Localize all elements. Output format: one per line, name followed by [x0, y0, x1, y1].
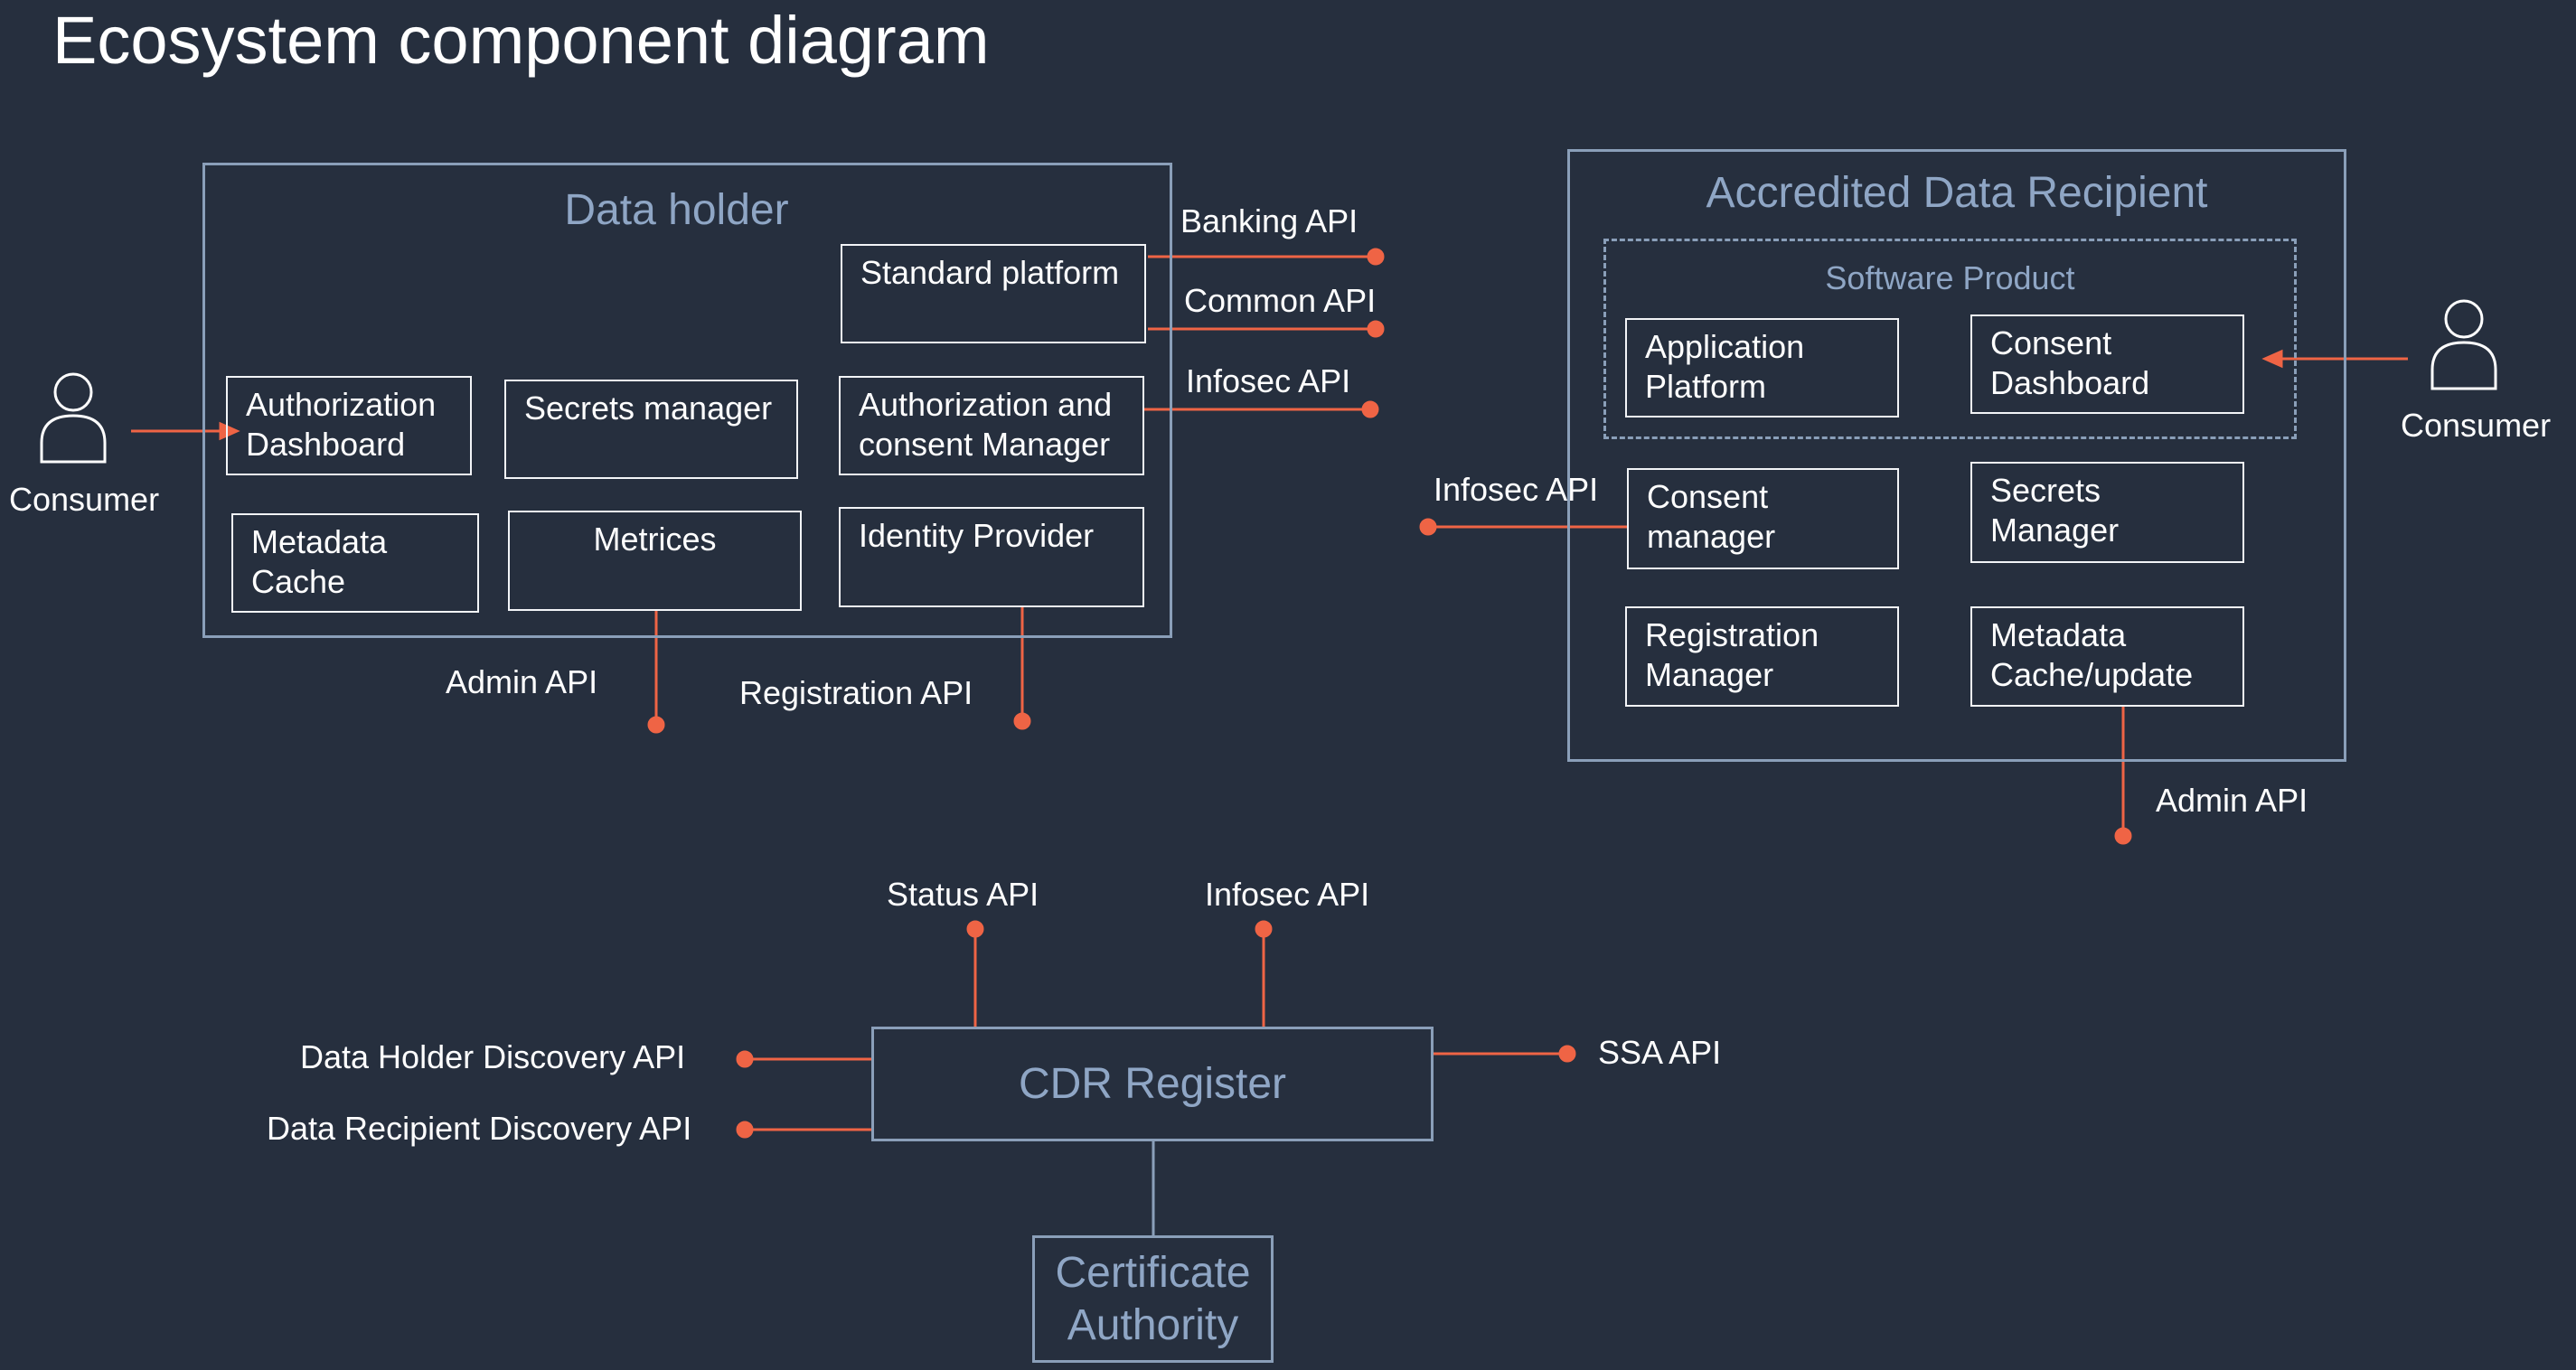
dh-admin-api-endpoint	[647, 716, 665, 734]
dh-admin-api-label: Admin API	[446, 663, 598, 700]
diagram-title: Ecosystem component diagram	[52, 3, 990, 78]
adr-title: Accredited Data Recipient	[1706, 169, 2208, 217]
dh-discovery-api-label: Data Holder Discovery API	[300, 1038, 686, 1075]
cdr-infosec-api-endpoint	[1255, 920, 1273, 938]
metrices-box: Metrices	[508, 511, 802, 611]
metadata-cache-update-box: Metadata Cache/update	[1970, 606, 2244, 707]
data-holder-frame: Data holder	[202, 163, 1172, 638]
common-api-endpoint	[1367, 320, 1385, 338]
consumer-right-arrowhead	[2261, 349, 2283, 369]
identity-provider-box: Identity Provider	[839, 507, 1144, 607]
dh-discovery-api-endpoint	[736, 1050, 754, 1068]
authorization-dashboard-box: Authorization Dashboard	[226, 376, 472, 475]
data-holder-title: Data holder	[564, 186, 789, 234]
software-product-title: Software Product	[1825, 259, 2075, 296]
adr-consent-manager-box: Consent manager	[1627, 468, 1899, 569]
dh-infosec-api-endpoint	[1361, 400, 1379, 418]
adr-admin-api-endpoint	[2114, 827, 2132, 845]
ssa-api-label: SSA API	[1598, 1034, 1722, 1071]
adr-admin-api-label: Admin API	[2156, 782, 2308, 819]
dr-discovery-api-endpoint	[736, 1121, 754, 1139]
dr-discovery-api-label: Data Recipient Discovery API	[267, 1110, 692, 1147]
cdr-infosec-api-label: Infosec API	[1205, 876, 1370, 913]
ssa-api-endpoint	[1558, 1045, 1576, 1063]
adr-secrets-manager-box: Secrets Manager	[1970, 462, 2244, 563]
consumer-left-arrowhead	[219, 421, 240, 441]
banking-api-label: Banking API	[1180, 202, 1359, 239]
adr-frame: Accredited Data Recipient	[1567, 149, 2346, 762]
application-platform-box: Application Platform	[1625, 318, 1899, 418]
registration-api-endpoint	[1013, 712, 1031, 730]
registration-api-label: Registration API	[739, 674, 973, 711]
auth-consent-manager-box: Authorization and consent Manager	[839, 376, 1144, 475]
registration-manager-box: Registration Manager	[1625, 606, 1899, 707]
adr-infosec-api-label: Infosec API	[1434, 471, 1599, 508]
consumer-right-person-icon	[2430, 299, 2497, 390]
dh-secrets-manager-box: Secrets manager	[504, 380, 798, 479]
cdr-register-box: CDR Register	[871, 1027, 1434, 1141]
adr-infosec-api-endpoint	[1419, 518, 1437, 536]
consumer-right-label: Consumer	[2401, 407, 2552, 444]
consent-dashboard-box: Consent Dashboard	[1970, 314, 2244, 414]
common-api-label: Common API	[1184, 282, 1377, 319]
software-product-frame: Software Product	[1603, 239, 2297, 439]
dh-infosec-api-label: Infosec API	[1186, 362, 1351, 399]
banking-api-endpoint	[1367, 248, 1385, 266]
consumer-left-label: Consumer	[9, 481, 160, 518]
certificate-authority-box: Certificate Authority	[1032, 1235, 1274, 1363]
consumer-left-person-icon	[40, 372, 107, 464]
metadata-cache-box: Metadata Cache	[231, 513, 479, 613]
standard-platform-box: Standard platform	[841, 244, 1146, 343]
status-api-label: Status API	[887, 876, 1039, 913]
status-api-endpoint	[966, 920, 984, 938]
